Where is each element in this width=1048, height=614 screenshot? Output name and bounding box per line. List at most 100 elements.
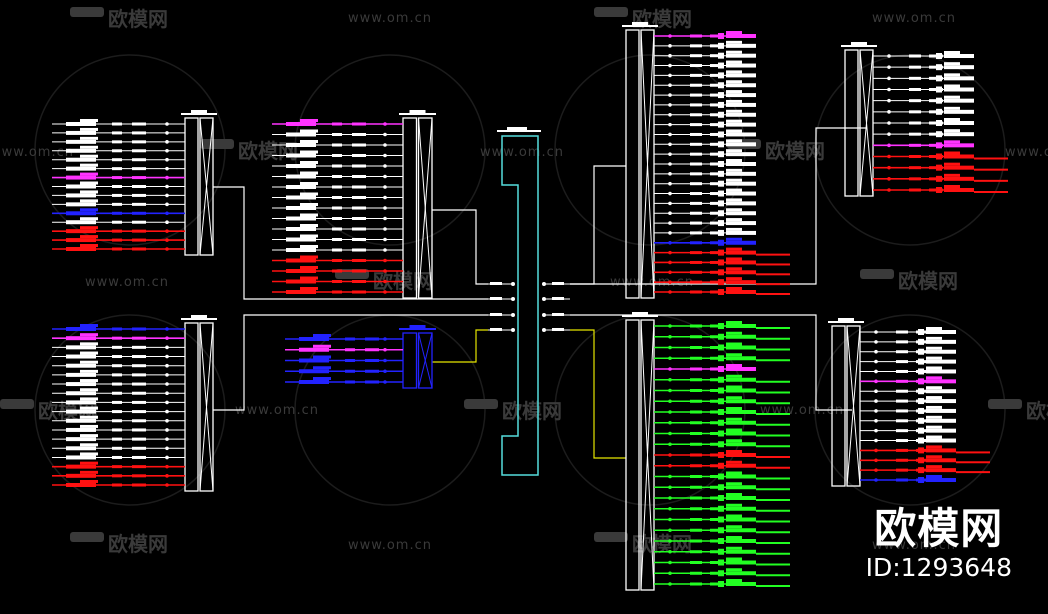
- circuit-node: [668, 463, 672, 468]
- circuit-tail: [756, 327, 790, 329]
- circuit-node: [165, 354, 169, 359]
- circuit-label-block: [926, 369, 956, 374]
- circuit-node: [383, 195, 387, 200]
- circuit-tag: [300, 171, 318, 175]
- circuit-terminal: [918, 427, 924, 434]
- breaker-block: [710, 399, 724, 403]
- breaker-block: [690, 453, 702, 457]
- circuit-terminal: [718, 180, 724, 187]
- circuit-terminal: [718, 462, 724, 469]
- circuit: [52, 181, 185, 189]
- circuit-terminal: [718, 72, 724, 79]
- circuit-node: [165, 437, 169, 441]
- circuit-tag: [926, 435, 942, 439]
- breaker-block: [710, 464, 724, 468]
- breaker-block: [690, 54, 702, 58]
- circuit-label-block: [726, 463, 756, 468]
- circuit-node: [668, 485, 672, 490]
- circuit: [52, 136, 185, 144]
- circuit-node: [668, 53, 672, 58]
- circuit-node: [874, 428, 878, 433]
- circuit-node: [668, 420, 672, 425]
- breaker-block: [112, 229, 122, 233]
- circuit-tag: [726, 396, 742, 400]
- breaker-block: [332, 175, 342, 178]
- breaker-block: [710, 103, 724, 107]
- breaker-block: [710, 518, 724, 521]
- breaker-block: [690, 464, 702, 468]
- circuit: [860, 327, 956, 335]
- circuit-tag: [80, 226, 98, 230]
- breaker-block: [690, 270, 702, 274]
- circuit-label-block: [66, 157, 96, 162]
- circuit-label-block: [66, 455, 96, 460]
- watermark-logo-text: 欧模网: [502, 399, 562, 423]
- sofa-icon: [70, 532, 104, 542]
- breaker-block: [909, 88, 921, 91]
- circuit-terminal: [718, 161, 724, 167]
- bus-breaker-block: [552, 297, 564, 300]
- circuit-terminal: [718, 484, 724, 491]
- circuit-node: [165, 140, 169, 144]
- circuit-label-block: [926, 418, 956, 423]
- circuit-tag: [80, 235, 98, 239]
- circuit: [654, 482, 790, 491]
- circuit-label-block: [66, 202, 96, 207]
- breaker-block: [332, 259, 342, 262]
- circuit-terminal: [718, 141, 724, 148]
- circuit: [654, 364, 756, 372]
- breaker-block: [710, 192, 724, 196]
- breaker-block: [345, 369, 355, 373]
- circuit-label-block: [66, 184, 96, 189]
- circuit-terminal: [718, 548, 724, 555]
- circuit-node: [668, 377, 672, 382]
- breaker-block: [132, 364, 146, 368]
- circuit-label-block: [926, 339, 956, 344]
- circuit-tag: [926, 327, 942, 330]
- circuit: [654, 514, 790, 523]
- panel-right-bottom: [622, 312, 790, 591]
- breaker-block: [710, 132, 724, 136]
- breaker-block: [690, 378, 702, 382]
- circuit-tail: [756, 337, 790, 340]
- circuit-terminal: [936, 175, 942, 182]
- circuit-node: [668, 290, 672, 294]
- feeder-far-right-top: [570, 127, 866, 285]
- circuit-tag: [726, 70, 742, 74]
- circuit-node: [165, 184, 169, 189]
- circuit-terminal: [918, 467, 924, 474]
- circuit: [873, 162, 1008, 171]
- circuit-tail: [756, 402, 790, 405]
- circuit-tag: [300, 276, 318, 280]
- circuit-terminal: [718, 323, 724, 329]
- circuit-tag: [726, 227, 742, 231]
- breaker-block: [690, 518, 702, 521]
- panel-cap-block: [632, 22, 648, 25]
- panel-center-top: [272, 110, 436, 299]
- breaker-block: [132, 355, 146, 359]
- circuit-tag: [80, 470, 98, 474]
- circuit-node: [668, 73, 672, 78]
- circuit: [654, 208, 756, 217]
- circuit-node: [383, 279, 387, 284]
- breaker-block: [909, 166, 921, 170]
- panel-cap-block: [838, 318, 854, 321]
- breaker-block: [132, 400, 146, 404]
- circuit-label-block: [66, 400, 96, 405]
- circuit-tag: [944, 185, 960, 188]
- breaker-block: [132, 419, 146, 423]
- circuit: [52, 443, 185, 451]
- circuit: [272, 213, 403, 221]
- circuit-node: [668, 260, 672, 265]
- circuit-terminal: [718, 289, 724, 295]
- circuit-label-block: [726, 453, 756, 457]
- circuit-label-block: [299, 369, 329, 374]
- circuit-label-block: [726, 43, 756, 48]
- breaker-block: [112, 345, 122, 349]
- breaker-block: [132, 474, 146, 478]
- circuit-terminal: [718, 398, 724, 405]
- circuit-terminal: [718, 249, 724, 256]
- circuit: [52, 190, 185, 198]
- breaker-block: [710, 34, 724, 38]
- circuit-tail: [756, 563, 790, 566]
